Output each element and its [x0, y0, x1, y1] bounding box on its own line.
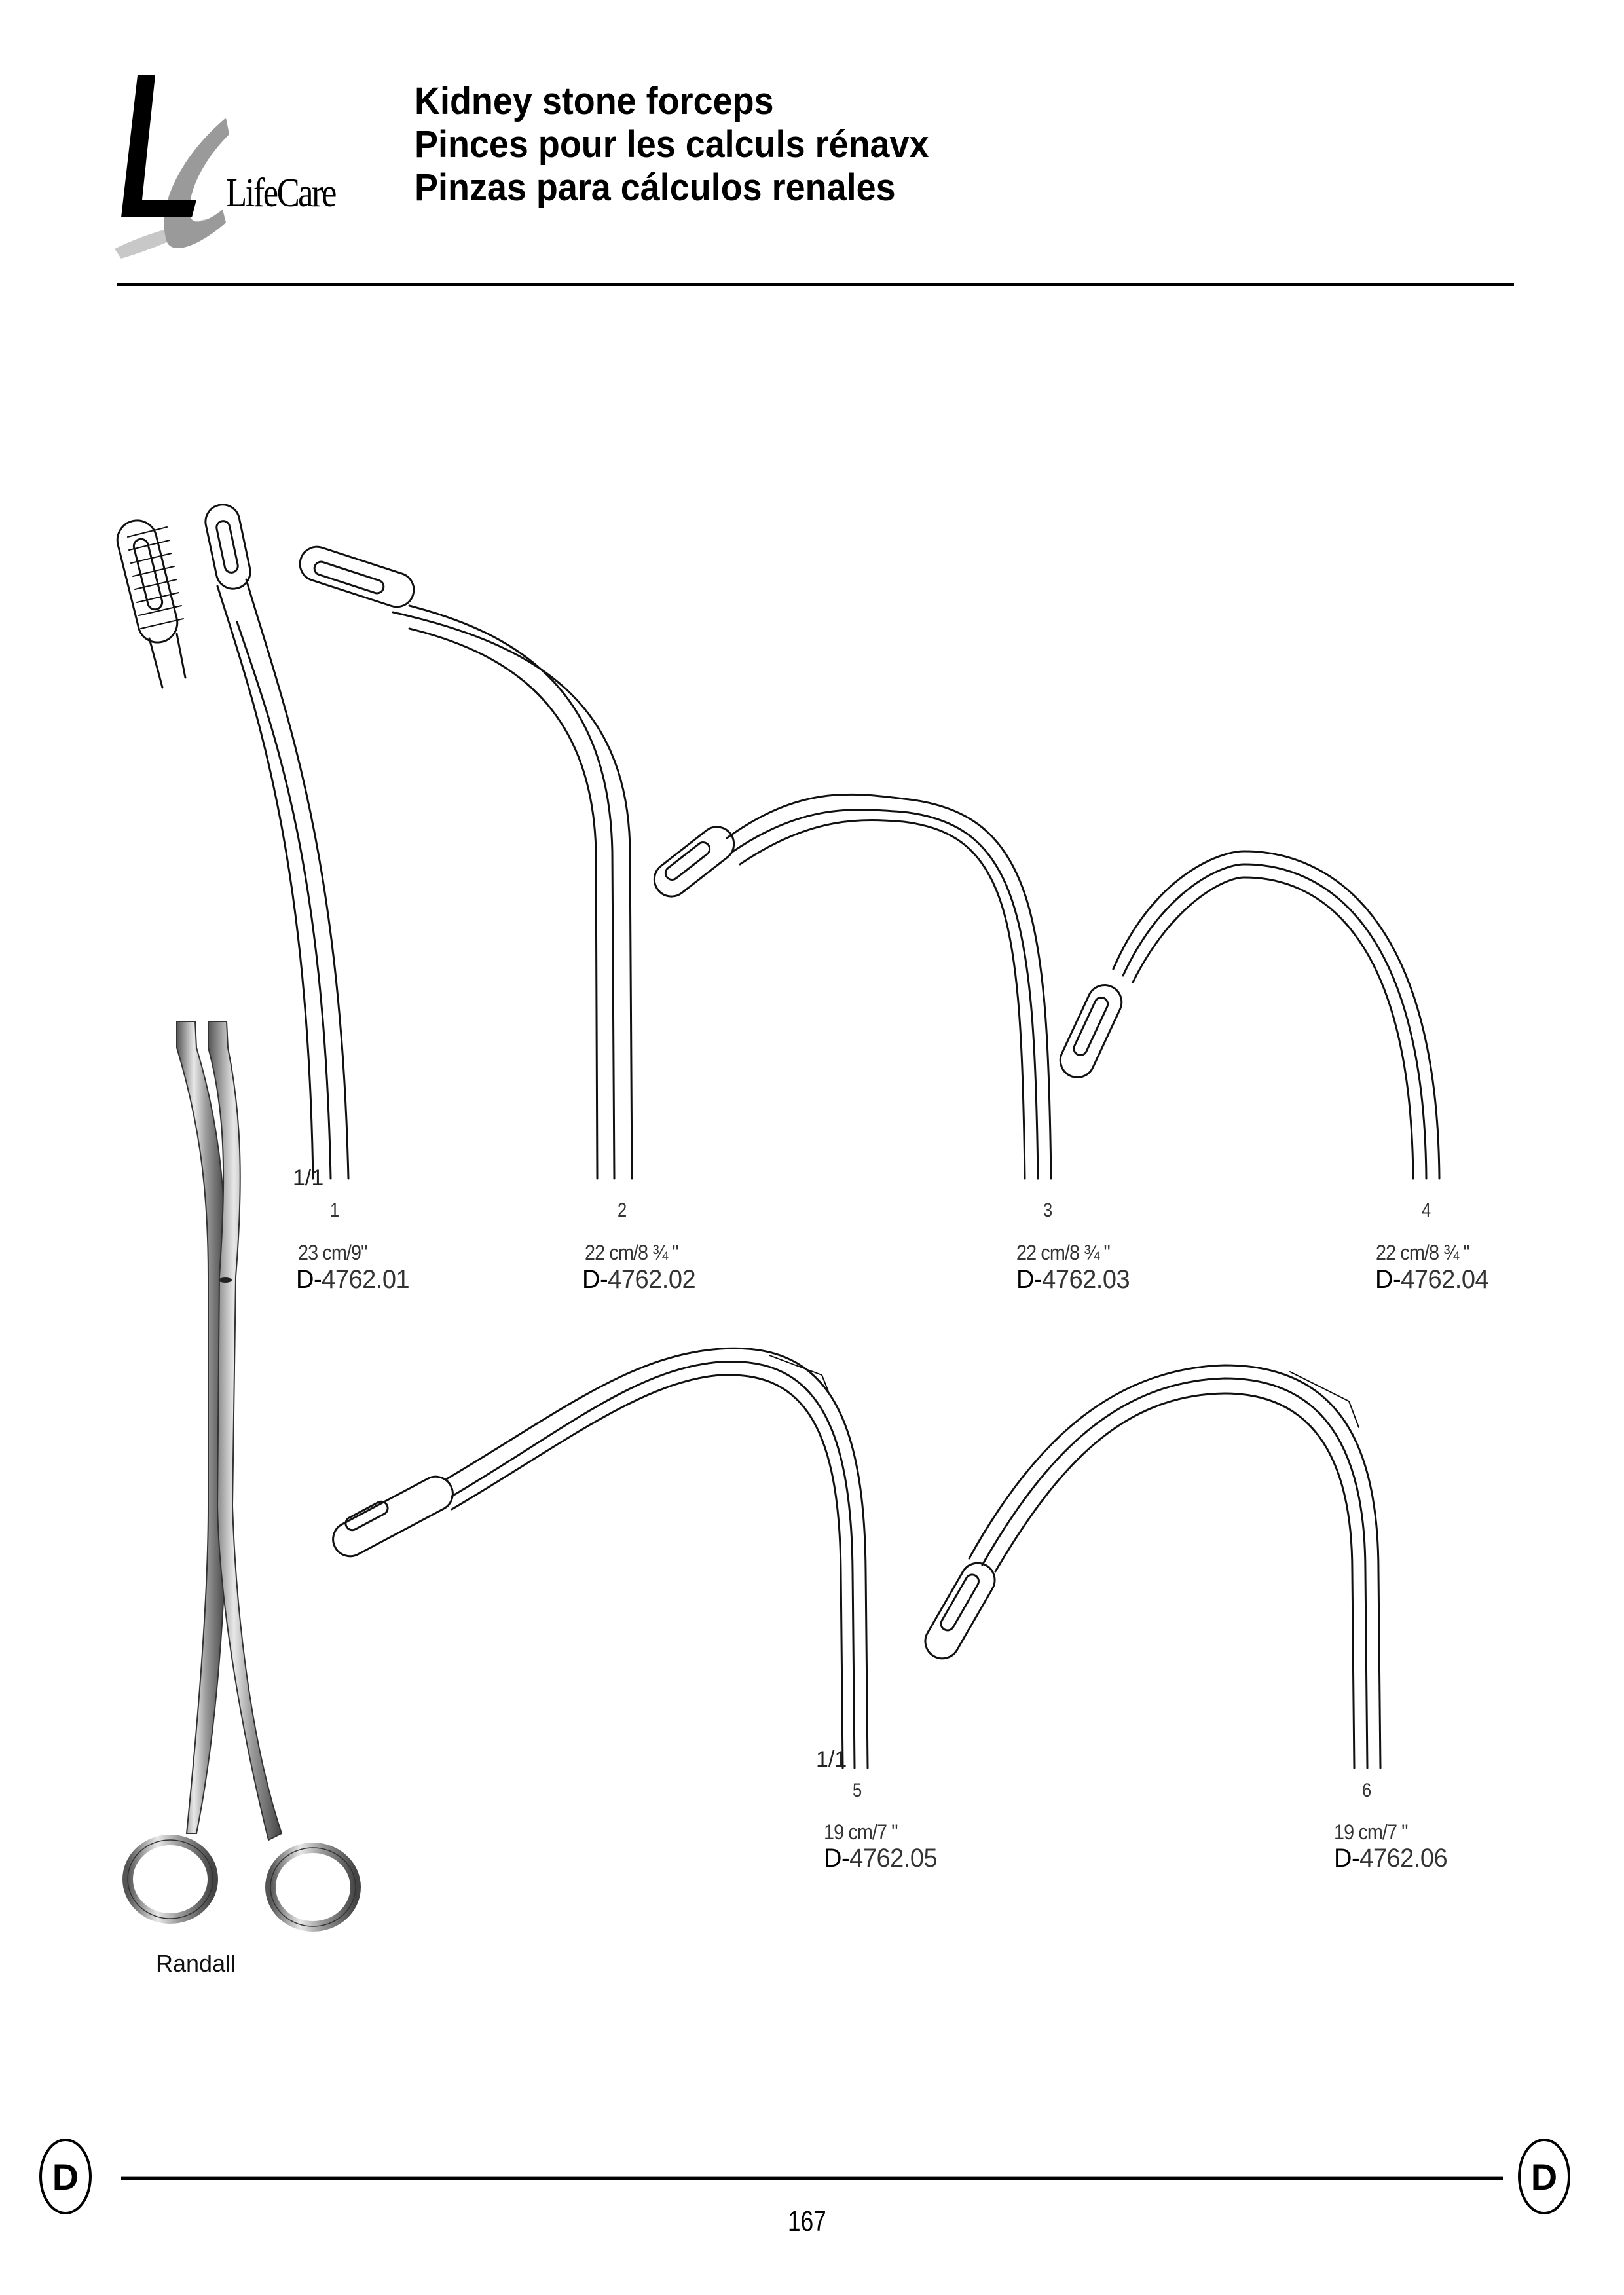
scale-mark-2: 1/1 — [816, 1747, 847, 1772]
product-number: 2 — [618, 1200, 627, 1221]
product-number: 1 — [330, 1200, 340, 1221]
page-number: 167 — [788, 2205, 826, 2237]
product-code: D-4762.06 — [1334, 1844, 1448, 1873]
product-code: D-4762.05 — [824, 1844, 938, 1873]
product-number: 3 — [1043, 1200, 1053, 1221]
jaw-detail-icon — [116, 519, 187, 689]
product-number: 4 — [1422, 1200, 1431, 1221]
instrument-4 — [1059, 850, 1441, 1180]
randall-forceps-icon — [122, 1021, 361, 1932]
instrument-5 — [332, 1347, 869, 1769]
product-code: D-4762.04 — [1375, 1265, 1489, 1294]
product-code: D-4762.01 — [296, 1265, 410, 1294]
instrument-6 — [924, 1364, 1382, 1769]
title-spanish: Pinzas para cálculos renales — [415, 166, 896, 209]
product-size: 22 cm/8 ¾ " — [585, 1241, 679, 1264]
page-titles: Kidney stone forceps Pinces pour les cal… — [415, 80, 929, 210]
scale-mark-1: 1/1 — [293, 1166, 324, 1190]
section-badge-right: D — [1518, 2139, 1570, 2214]
instrument-name-label: Randall — [156, 1950, 236, 1977]
instrument-1 — [204, 504, 350, 1180]
product-size: 23 cm/9" — [298, 1241, 367, 1264]
footer-divider — [121, 2176, 1503, 2180]
product-code: D-4762.02 — [582, 1265, 696, 1294]
instrument-3 — [653, 793, 1052, 1180]
product-number: 6 — [1362, 1780, 1372, 1801]
instrument-2 — [299, 545, 633, 1180]
product-number: 5 — [853, 1780, 862, 1801]
title-french: Pinces pour les calculs rénavx — [415, 123, 929, 166]
title-english: Kidney stone forceps — [415, 80, 774, 122]
product-size: 19 cm/7 " — [1334, 1820, 1408, 1844]
product-size: 19 cm/7 " — [824, 1820, 898, 1844]
lifecare-logo — [115, 72, 377, 268]
product-size: 22 cm/8 ¾ " — [1016, 1241, 1111, 1264]
logo-mark-icon — [115, 75, 229, 259]
header-divider — [117, 283, 1514, 286]
logo-text: LifeCare — [226, 171, 337, 215]
product-size: 22 cm/8 ¾ " — [1376, 1241, 1470, 1264]
section-badge-left: D — [39, 2139, 92, 2214]
product-code: D-4762.03 — [1016, 1265, 1130, 1294]
